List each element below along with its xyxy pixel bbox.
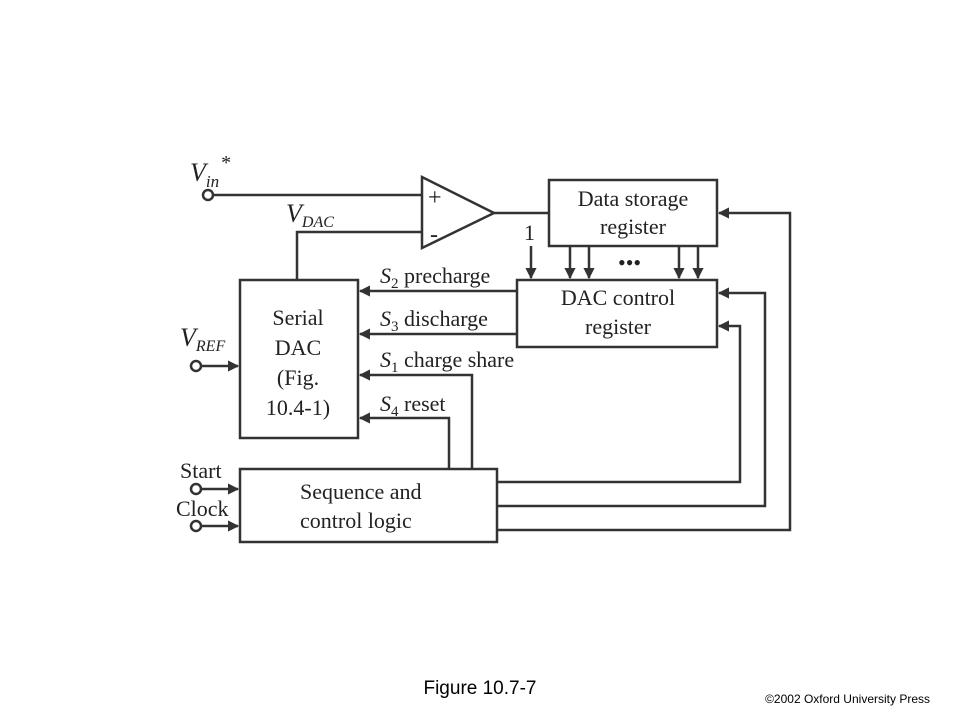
data-storage-line2: register xyxy=(600,214,667,239)
one-label: 1 xyxy=(524,220,535,245)
sequence-line1: Sequence and xyxy=(300,479,422,504)
comparator-plus: + xyxy=(428,185,442,211)
ellipsis-dots: ••• xyxy=(618,250,641,275)
vin-terminal xyxy=(201,188,215,202)
s4-wire xyxy=(358,412,451,469)
serial-dac-line2: DAC xyxy=(275,335,321,360)
serial-dac-line4: 10.4-1) xyxy=(266,395,330,420)
start-terminal xyxy=(189,482,203,496)
vin-label: Vin* xyxy=(190,152,231,191)
sequence-line2: control logic xyxy=(300,508,412,533)
s1-wire xyxy=(358,369,474,469)
dac-control-register xyxy=(515,278,719,349)
vdac-label: VDAC xyxy=(286,199,334,231)
seq-to-data-storage-wire xyxy=(497,207,792,532)
dac-control-line2: register xyxy=(585,314,652,339)
data-storage-register xyxy=(547,178,719,248)
data-storage-line1: Data storage xyxy=(578,186,689,211)
copyright-notice: ©2002 Oxford University Press xyxy=(765,692,930,706)
clock-label: Clock xyxy=(176,496,229,521)
vref-terminal xyxy=(189,359,203,373)
comparator-minus: - xyxy=(430,222,438,248)
seq-to-dac-control-lower-wire xyxy=(497,320,742,484)
clock-terminal xyxy=(189,519,203,533)
start-label: Start xyxy=(180,458,222,483)
serial-dac-line3: (Fig. xyxy=(277,365,319,390)
s4-reset-label: S4 reset xyxy=(380,391,446,420)
dac-control-line1: DAC control xyxy=(561,285,675,310)
serial-dac-line1: Serial xyxy=(272,305,323,330)
vref-label: VREF xyxy=(180,323,225,355)
s3-discharge-label: S3 discharge xyxy=(380,306,488,335)
vdac-wire xyxy=(295,230,422,280)
s1-charge-share-label: S1 charge share xyxy=(380,347,514,376)
seq-to-dac-control-upper-wire xyxy=(497,287,767,508)
s2-precharge-label: S2 precharge xyxy=(380,263,490,292)
figure-caption: Figure 10.7-7 xyxy=(423,678,537,699)
serial-dac xyxy=(238,278,360,440)
sequence-control-logic xyxy=(238,467,499,544)
comparator xyxy=(420,174,497,250)
